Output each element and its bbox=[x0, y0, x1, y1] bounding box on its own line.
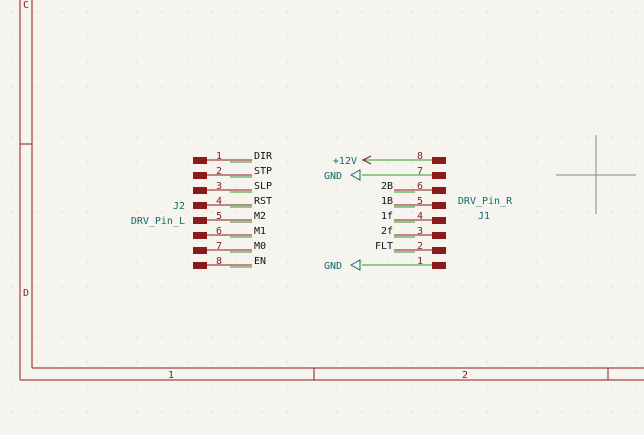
pin-body bbox=[193, 202, 207, 209]
pin-number: 5 bbox=[417, 196, 423, 207]
pin-net-label: FLT bbox=[375, 241, 393, 252]
pin-net-label: M1 bbox=[254, 226, 266, 237]
zone-row-label: C bbox=[23, 0, 29, 11]
ground-symbol-icon bbox=[349, 169, 361, 181]
pin-number: 4 bbox=[417, 211, 423, 222]
pin-body bbox=[432, 187, 446, 194]
zone-row-label: D bbox=[23, 288, 29, 299]
power-label: GND bbox=[324, 261, 342, 272]
pin-row[interactable]: 1 DIR bbox=[193, 151, 273, 164]
pin-row[interactable]: 8 EN bbox=[193, 256, 266, 269]
pin-number: 2 bbox=[216, 166, 222, 177]
pin-net-label: DIR bbox=[254, 151, 273, 162]
pin-body bbox=[193, 247, 207, 254]
pin-row[interactable]: 3 2f bbox=[381, 226, 446, 239]
pin-body bbox=[432, 202, 446, 209]
pin-row[interactable]: 4 1f bbox=[381, 211, 446, 224]
pin-number: 5 bbox=[216, 211, 222, 222]
pin-number: 1 bbox=[417, 256, 423, 267]
pin-number: 7 bbox=[417, 166, 423, 177]
pin-net-label: M2 bbox=[254, 211, 266, 222]
pin-row[interactable]: 3 SLP bbox=[193, 181, 272, 194]
pin-number: 2 bbox=[417, 241, 423, 252]
pin-row[interactable]: 5 1B bbox=[381, 196, 446, 209]
pin-body bbox=[193, 217, 207, 224]
pin-row[interactable]: 1 GND bbox=[324, 256, 446, 272]
zone-col-label: 1 bbox=[168, 370, 174, 381]
pin-row[interactable]: 6 2B bbox=[381, 181, 446, 194]
pin-row[interactable]: 5 M2 bbox=[193, 211, 266, 224]
zone-col-label: 2 bbox=[462, 370, 468, 381]
pin-net-label: 2f bbox=[381, 226, 393, 237]
power-arrow-icon bbox=[361, 155, 372, 165]
power-label: GND bbox=[324, 171, 342, 182]
connector-j1[interactable]: DRV_Pin_R J1 8+12V7GND62B51B41f32f2FLT1G… bbox=[324, 151, 513, 272]
pin-number: 4 bbox=[216, 196, 222, 207]
pin-number: 6 bbox=[216, 226, 222, 237]
pin-number: 7 bbox=[216, 241, 222, 252]
pin-number: 8 bbox=[417, 151, 423, 162]
pin-body bbox=[432, 262, 446, 269]
pin-body bbox=[432, 247, 446, 254]
pin-body bbox=[432, 232, 446, 239]
pin-net-label: RST bbox=[254, 196, 272, 207]
pin-number: 1 bbox=[216, 151, 222, 162]
pin-number: 8 bbox=[216, 256, 222, 267]
power-label: +12V bbox=[333, 156, 357, 167]
crosshair-cursor-icon bbox=[556, 135, 636, 214]
pin-body bbox=[432, 217, 446, 224]
pin-body bbox=[193, 172, 207, 179]
pin-row[interactable]: 6 M1 bbox=[193, 226, 266, 239]
pin-row[interactable]: 2 STP bbox=[193, 166, 272, 179]
pin-number: 6 bbox=[417, 181, 423, 192]
ref-label-j2: J2 bbox=[173, 201, 185, 212]
connector-j2[interactable]: J2 DRV_Pin_L 1 DIR 2 STP 3 SLP 4 RST 5 M2 6 M1 7 M0 8 E… bbox=[131, 151, 273, 269]
pin-net-label: 2B bbox=[381, 181, 393, 192]
ref-label-j1: J1 bbox=[478, 211, 490, 222]
sheet-frame: C D 1 2 bbox=[19, 0, 644, 381]
pin-net-label: 1B bbox=[381, 196, 393, 207]
pin-number: 3 bbox=[216, 181, 222, 192]
pin-body bbox=[193, 157, 207, 164]
pin-net-label: SLP bbox=[254, 181, 272, 192]
pin-row[interactable]: 7 GND bbox=[324, 166, 446, 182]
value-label-j1: DRV_Pin_R bbox=[458, 196, 513, 207]
pin-row[interactable]: 7 M0 bbox=[193, 241, 266, 254]
pin-number: 3 bbox=[417, 226, 423, 237]
pin-body bbox=[432, 157, 446, 164]
value-label-j2: DRV_Pin_L bbox=[131, 216, 185, 227]
pin-body bbox=[193, 187, 207, 194]
pin-net-label: STP bbox=[254, 166, 272, 177]
pin-row[interactable]: 4 RST bbox=[193, 196, 272, 209]
ground-symbol-icon bbox=[349, 259, 361, 271]
pin-body bbox=[193, 262, 207, 269]
pin-net-label: EN bbox=[254, 256, 266, 267]
pin-body bbox=[193, 232, 207, 239]
pin-net-label: 1f bbox=[381, 211, 393, 222]
pin-net-label: M0 bbox=[254, 241, 266, 252]
pin-body bbox=[432, 172, 446, 179]
pin-row[interactable]: 2 FLT bbox=[375, 241, 446, 254]
pin-row[interactable]: 8 +12V bbox=[333, 151, 446, 167]
